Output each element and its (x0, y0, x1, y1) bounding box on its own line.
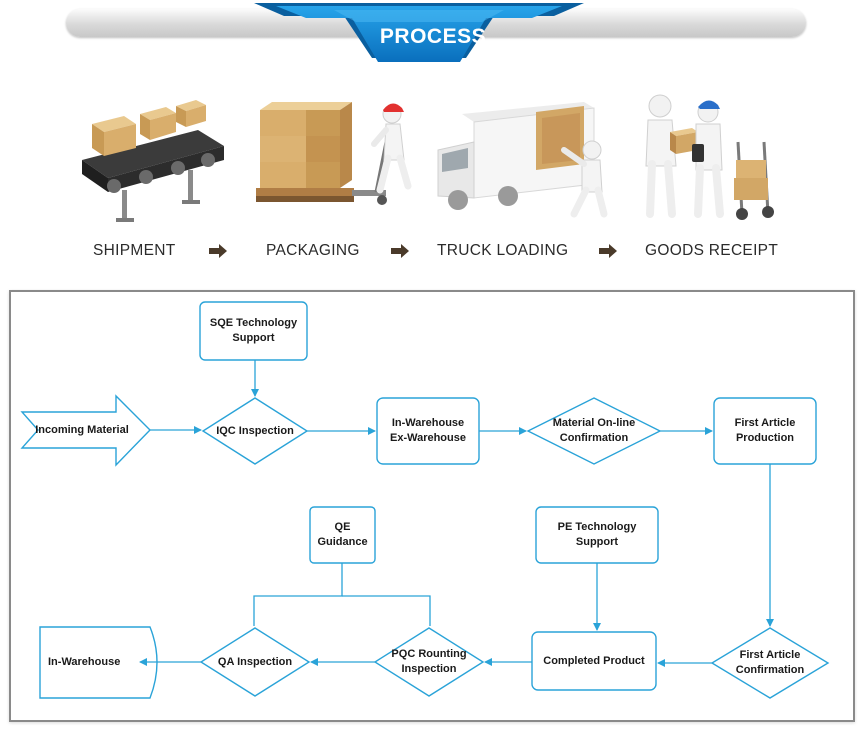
arrow-right-icon (391, 244, 409, 258)
step-label-truck-loading: TRUCK LOADING (437, 242, 569, 259)
node-iqc-inspection (201, 397, 309, 465)
edge-qe-pqc (342, 595, 431, 626)
node-completed-product (531, 631, 657, 691)
node-material-online-label: Material On-line Confirmation (552, 417, 636, 444)
node-incoming-label: Incoming Material (35, 423, 129, 436)
page-title: PROCESS (379, 25, 487, 48)
node-first-article-production (713, 397, 817, 465)
node-qe-label: QE Guidance (317, 521, 368, 548)
goods-receipt-illustration (645, 94, 774, 220)
node-warehouse-io-label: In-Warehouse Ex-Warehouse (389, 417, 466, 444)
node-first-article-confirmation (710, 627, 830, 699)
arrow-right-icon (209, 244, 227, 258)
node-in-warehouse (39, 626, 158, 699)
node-first-article-confirmation-label: First Article Confirmation (735, 649, 805, 676)
node-in-warehouse-label: In-Warehouse (48, 656, 121, 668)
node-sqe-label: SQE Technology Support (209, 317, 298, 344)
step-label-shipment: SHIPMENT (93, 242, 176, 259)
shipment-illustration (82, 100, 224, 222)
node-qa-label: QA Inspection (217, 655, 293, 668)
node-qa-inspection (199, 627, 311, 697)
header-ribbon (254, 3, 584, 62)
node-sqe-support (199, 301, 308, 361)
edge-qe-qa (253, 563, 343, 626)
node-pqc-label: PQC Rounting Inspection (391, 648, 467, 675)
node-pe-label: PE Technology Support (557, 521, 637, 548)
node-pqc-inspection (373, 627, 485, 697)
node-incoming-material (20, 394, 151, 467)
truck-loading-illustration (437, 102, 608, 218)
step-label-packaging: PACKAGING (266, 242, 360, 259)
node-iqc-label: IQC Inspection (216, 424, 294, 437)
packaging-illustration (256, 102, 412, 205)
node-material-online (526, 397, 662, 465)
arrow-right-icon (599, 244, 617, 258)
node-first-article-production-label: First Article Production (734, 417, 796, 444)
node-completed-label: Completed Product (543, 654, 645, 667)
step-label-goods-receipt: GOODS RECEIPT (645, 242, 779, 259)
